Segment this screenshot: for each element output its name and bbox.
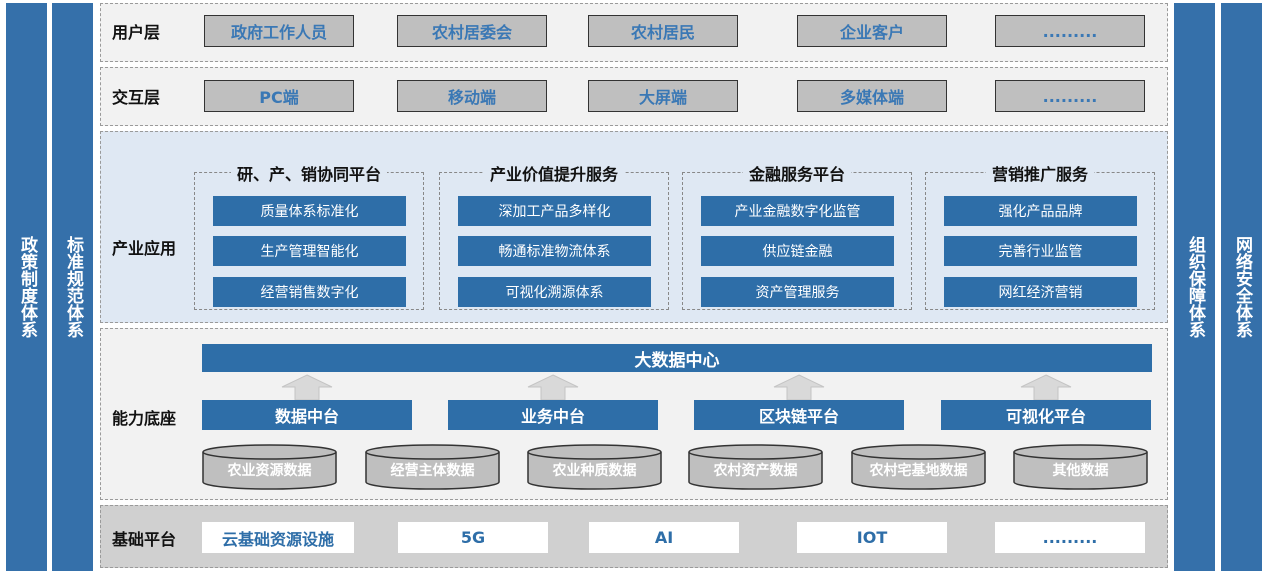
industry-item: 经营销售数字化 [213,277,406,307]
database-cylinder: 农业种质数据 [527,444,662,490]
user-box: 政府工作人员 [204,15,354,47]
interaction-box: 移动端 [397,80,547,112]
industry-item: 质量体系标准化 [213,196,406,226]
layer-label: 交互层 [112,88,161,107]
platform-box: 可视化平台 [941,400,1151,430]
industry-group: 产业价值提升服务深加工产品多样化畅通标准物流体系可视化溯源体系 [439,165,669,310]
database-label: 农业资源数据 [227,463,312,479]
base-box: 5G [398,522,548,553]
big-data-center: 大数据中心 [202,344,1152,372]
user-box: 农村居委会 [397,15,547,47]
database-cylinder: 农村宅基地数据 [851,444,986,490]
interaction-box: ......... [995,80,1145,112]
database-cylinder: 农业资源数据 [202,444,337,490]
group-title-wrap: 研、产、销协同平台 [195,161,423,185]
database-label: 农业种质数据 [552,463,637,479]
base-box: IOT [797,522,947,553]
up-arrow-icon [527,374,579,401]
industry-item: 产业金融数字化监管 [701,196,894,226]
database-label: 经营主体数据 [390,463,475,479]
group-title: 产业价值提升服务 [483,165,624,184]
group-title-wrap: 产业价值提升服务 [440,161,668,185]
side-label: 标准规范体系 [63,236,83,338]
group-title-wrap: 金融服务平台 [683,161,911,185]
base-box: ......... [995,522,1145,553]
database-label: 农村资产数据 [713,463,798,479]
platform-box: 数据中台 [202,400,412,430]
database-label: 农村宅基地数据 [869,463,968,479]
industry-item: 资产管理服务 [701,277,894,307]
group-title: 金融服务平台 [742,165,851,184]
industry-item: 可视化溯源体系 [458,277,651,307]
database-cylinder: 农村资产数据 [688,444,823,490]
interaction-box: 大屏端 [588,80,738,112]
interaction-box: 多媒体端 [797,80,947,112]
database-cylinder: 其他数据 [1013,444,1148,490]
base-box: 云基础资源设施 [202,522,354,553]
industry-group: 营销推广服务强化产品品牌完善行业监管网红经济营销 [925,165,1155,310]
industry-item: 生产管理智能化 [213,236,406,266]
platform-box: 区块链平台 [694,400,904,430]
user-box: 农村居民 [588,15,738,47]
industry-group: 研、产、销协同平台质量体系标准化生产管理智能化经营销售数字化 [194,165,424,310]
group-title: 营销推广服务 [985,165,1094,184]
group-title-wrap: 营销推广服务 [926,161,1154,185]
up-arrow-icon [1020,374,1072,401]
industry-item: 完善行业监管 [944,236,1137,266]
user-box: 企业客户 [797,15,947,47]
industry-group: 金融服务平台产业金融数字化监管供应链金融资产管理服务 [682,165,912,310]
interaction-box: PC端 [204,80,354,112]
platform-box: 业务中台 [448,400,658,430]
side-bar-security: 网络安全体系 [1221,3,1262,571]
industry-item: 强化产品品牌 [944,196,1137,226]
layer-label: 用户层 [112,23,161,42]
industry-item: 供应链金融 [701,236,894,266]
group-title: 研、产、销协同平台 [230,165,387,184]
industry-item: 网红经济营销 [944,277,1137,307]
side-bar-policy: 政策制度体系 [6,3,47,571]
side-label: 网络安全体系 [1232,236,1252,338]
layer-label: 基础平台 [112,529,177,549]
side-bar-standards: 标准规范体系 [52,3,93,571]
side-label: 政策制度体系 [17,236,37,338]
up-arrow-icon [281,374,333,401]
industry-item: 深加工产品多样化 [458,196,651,226]
side-bar-organization: 组织保障体系 [1174,3,1215,571]
database-label: 其他数据 [1052,463,1109,479]
user-box: ......... [995,15,1145,47]
side-label: 组织保障体系 [1185,236,1205,338]
layer-label: 能力底座 [112,409,177,428]
layer-label: 产业应用 [112,239,177,258]
industry-item: 畅通标准物流体系 [458,236,651,266]
database-cylinder: 经营主体数据 [365,444,500,490]
base-box: AI [589,522,739,553]
up-arrow-icon [773,374,825,401]
